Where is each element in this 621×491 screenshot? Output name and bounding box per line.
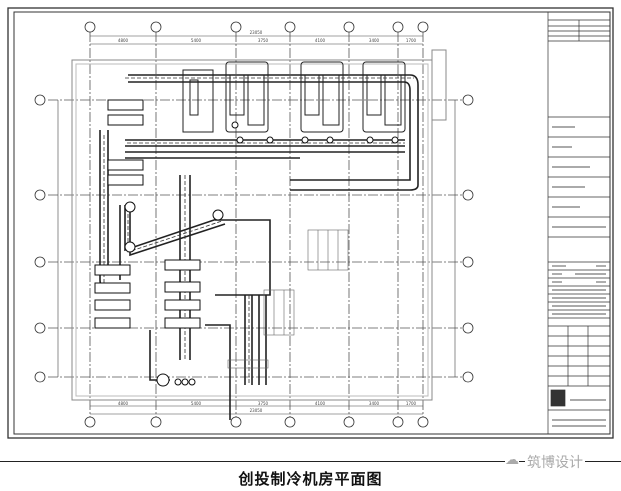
watermark: 筑博设计 [525,452,585,472]
pumps [94,99,399,387]
dim-bottom-1: 4800 [118,401,129,406]
dim-top-3: 3750 [258,38,269,43]
dim-bottom-3: 3750 [258,401,269,406]
equipment-tables [227,229,349,369]
dim-top-5: 3400 [369,38,380,43]
dim-top-2: 5400 [191,38,202,43]
room-walls [71,49,447,401]
axis-grid [48,32,462,420]
dim-top-total: 23050 [250,30,263,35]
chillers [182,61,406,133]
dim-bottom-5: 3400 [369,401,380,406]
caption-rule [0,461,621,462]
qr-code-icon [550,389,566,407]
sheet-border [7,7,614,439]
dim-bottom-4: 4100 [315,401,326,406]
dim-bottom-6: 1700 [406,401,417,406]
dimension-text: 4800 5400 3750 4100 3400 1700 23050 4800… [118,30,417,413]
dim-bottom-total: 23050 [250,408,263,413]
dim-top-1: 4800 [118,38,129,43]
dim-top-6: 1700 [406,38,417,43]
pipes [99,74,419,420]
title-block [547,11,611,435]
figure-caption: 创投制冷机房平面图 [238,470,383,488]
title-block-text-lines [552,126,606,427]
axis-bubbles [34,21,474,428]
dim-top-4: 4100 [315,38,326,43]
dimension-lines [57,35,456,415]
dim-bottom-2: 5400 [191,401,202,406]
watermark-logo-icon: ☁ [505,452,519,468]
